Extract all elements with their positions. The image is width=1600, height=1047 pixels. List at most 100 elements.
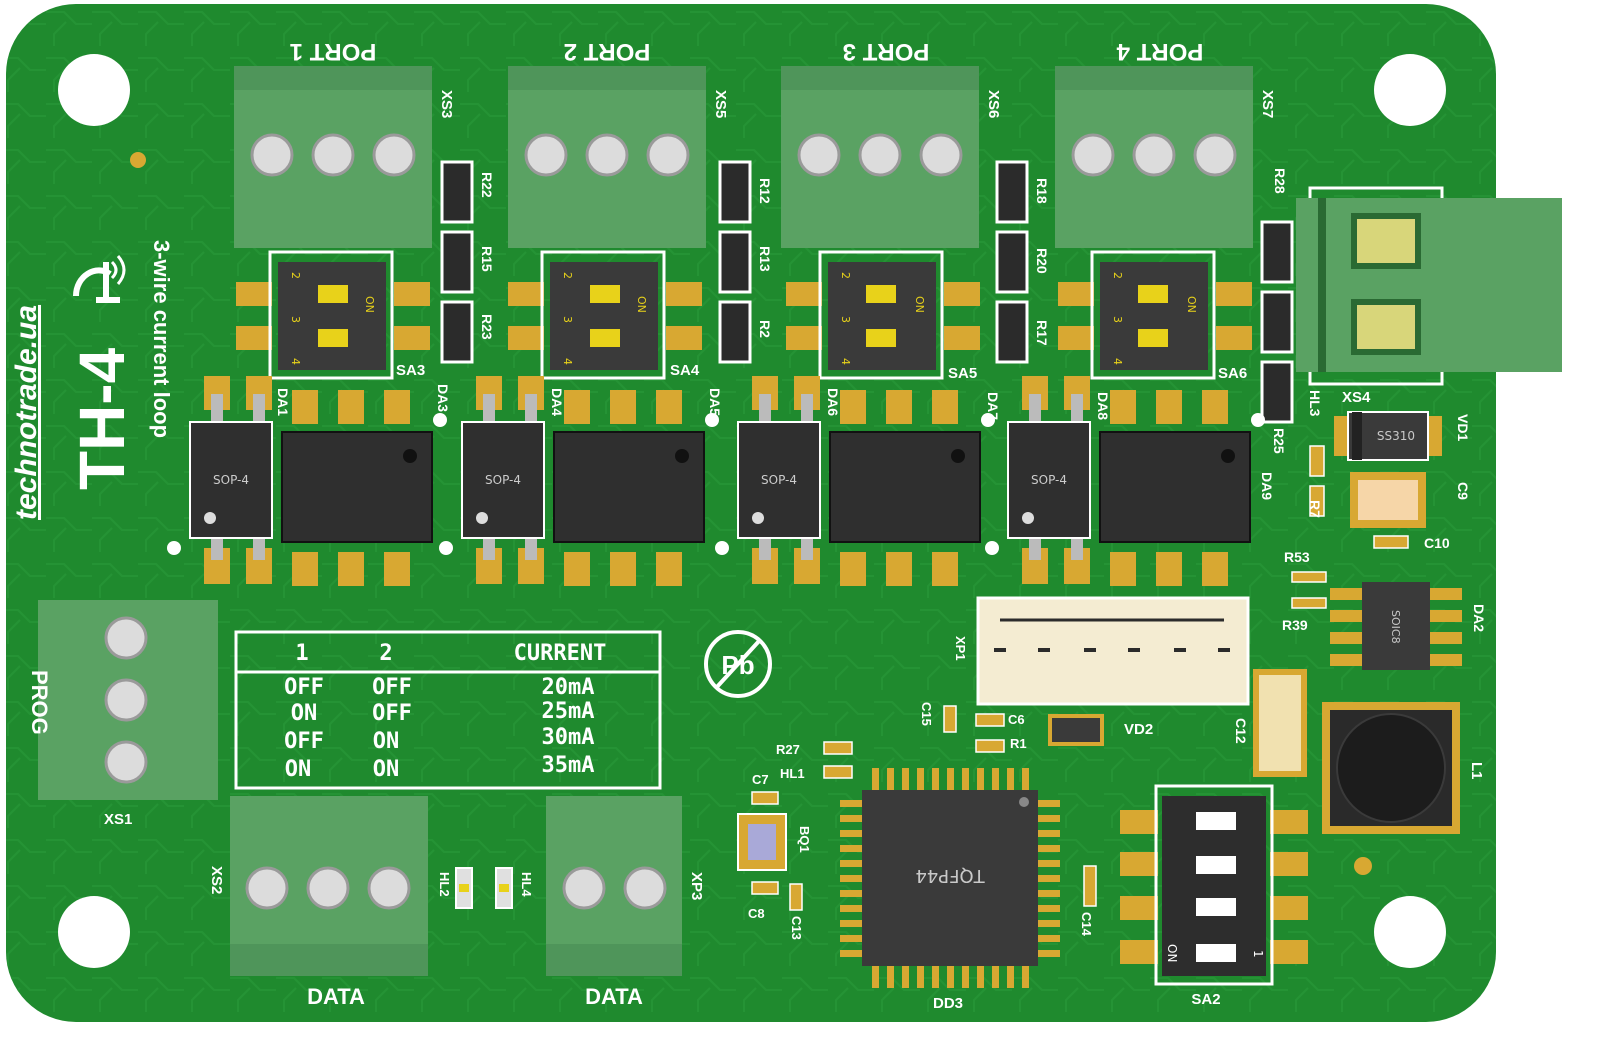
dip-num-label: 4 — [1111, 358, 1124, 365]
port-1-label: PORT 1 — [290, 38, 377, 65]
port-1-terminal — [234, 66, 432, 248]
dip-num-label: 3 — [1111, 316, 1124, 323]
cap-c10 — [1373, 535, 1409, 549]
subtitle-label: 3-wire current loop — [149, 240, 174, 438]
da3-label: DA3 — [435, 384, 451, 412]
r25-label: R25 — [1271, 428, 1287, 454]
mount-hole-top-right — [1374, 54, 1446, 126]
sop4-package — [1007, 421, 1091, 539]
cap-c14 — [1083, 865, 1097, 907]
table-cell: ON — [285, 757, 312, 782]
xp3-label: XP3 — [688, 872, 705, 900]
port-2-label: PORT 2 — [564, 38, 651, 65]
da6-label: DA6 — [825, 388, 841, 416]
data-terminal-xs2 — [230, 796, 428, 976]
led-hl3 — [1309, 445, 1325, 477]
l1-label: L1 — [1468, 762, 1485, 780]
bq1-label: BQ1 — [797, 826, 812, 853]
dip-on-label: ON — [363, 296, 376, 313]
cap-c12 — [1253, 669, 1307, 777]
res-r7 — [1309, 485, 1325, 517]
r18-label: R18 — [1034, 178, 1050, 204]
c6-label: C6 — [1008, 712, 1025, 727]
table-cell: ON — [291, 701, 318, 726]
table-cell: OFF — [284, 729, 324, 754]
port-3-label: PORT 3 — [843, 38, 930, 65]
sop4-package — [737, 421, 821, 539]
cap-c9 — [1350, 472, 1426, 528]
dip-switch-sa4 — [508, 250, 702, 380]
r17-label: R17 — [1034, 320, 1050, 346]
sop4-package — [189, 421, 273, 539]
sop4-package — [461, 421, 545, 539]
r39-label: R39 — [1282, 617, 1308, 633]
xp1-label: XP1 — [953, 636, 968, 661]
table-cell: ON — [373, 757, 400, 782]
brand-logo-icon — [73, 255, 126, 303]
r53-label: R53 — [1284, 549, 1310, 565]
xs1-label: XS1 — [104, 811, 132, 828]
c10-label: C10 — [1424, 535, 1450, 551]
table-cell: 35mA — [542, 753, 595, 778]
c12-label: C12 — [1233, 718, 1249, 744]
crystal-bq1 — [737, 813, 787, 871]
fiducial — [130, 152, 146, 168]
optocoupler-ic — [829, 431, 981, 543]
resistor-column-2 — [718, 160, 752, 364]
resistor-column-1 — [440, 160, 474, 364]
r23-label: R23 — [479, 314, 495, 340]
optocoupler-ic — [553, 431, 705, 543]
resistor-column-3 — [995, 160, 1029, 364]
hl4-label: HL4 — [519, 872, 534, 897]
cap-c15 — [943, 705, 957, 733]
c8-label: C8 — [748, 906, 765, 921]
led-hl1 — [823, 765, 853, 779]
sa4-label: SA4 — [670, 362, 700, 379]
optocoupler-ic — [1099, 431, 1251, 543]
table-cell: OFF — [284, 675, 324, 700]
hl2-label: HL2 — [437, 872, 452, 897]
dip-num-label: 4 — [289, 358, 302, 365]
header-xp1 — [976, 596, 1250, 706]
sa3-label: SA3 — [396, 362, 425, 379]
dip-num-label: 4 — [561, 358, 574, 365]
res-r53 — [1291, 571, 1327, 583]
table-cell: OFF — [372, 701, 412, 726]
res-r1 — [975, 739, 1005, 753]
mcu-tqfp44-dd3: TQFP44 — [840, 768, 1060, 988]
r13-label: R13 — [757, 246, 773, 272]
port-4-terminal — [1055, 66, 1253, 248]
current-selection-table: 1 2 CURRENT OFF OFF 20mA ON OFF 25mA OFF… — [234, 630, 662, 790]
xs5-label: XS5 — [712, 90, 729, 118]
port-4-label: PORT 4 — [1116, 38, 1203, 65]
sop4-text: SOP-4 — [1031, 473, 1067, 487]
r2-label: R2 — [757, 320, 773, 338]
r1-label: R1 — [1010, 736, 1027, 751]
c9-label: C9 — [1455, 482, 1471, 500]
lead-free-text: Pb — [721, 650, 754, 680]
r7-label: R7 — [1307, 500, 1323, 518]
table-cell: 20mA — [542, 675, 595, 700]
sa6-label: SA6 — [1218, 365, 1247, 382]
xs6-label: XS6 — [985, 90, 1002, 118]
da8-label: DA8 — [1095, 392, 1111, 420]
sa5-label: SA5 — [948, 365, 977, 382]
table-header-1: 1 — [295, 641, 308, 666]
optocoupler-ic — [281, 431, 433, 543]
lead-free-icon: Pb — [704, 630, 772, 698]
r12-label: R12 — [757, 178, 773, 204]
port-2-terminal — [508, 66, 706, 248]
sa2-one-label: 1 — [1251, 950, 1265, 958]
da4-label: DA4 — [549, 388, 565, 416]
prog-label: PROG — [27, 670, 52, 735]
dip-num-label: 2 — [1111, 272, 1124, 279]
dip-on-label: ON — [1185, 296, 1198, 313]
xs3-label: XS3 — [438, 90, 455, 118]
soic8-text: SOIC8 — [1389, 610, 1402, 644]
resistor-column-4 — [1260, 220, 1294, 424]
sop4-text: SOP-4 — [761, 473, 797, 487]
tqfp-text: TQFP44 — [915, 865, 985, 886]
sop4-text: SOP-4 — [485, 473, 521, 487]
dip-num-label: 3 — [289, 316, 302, 323]
